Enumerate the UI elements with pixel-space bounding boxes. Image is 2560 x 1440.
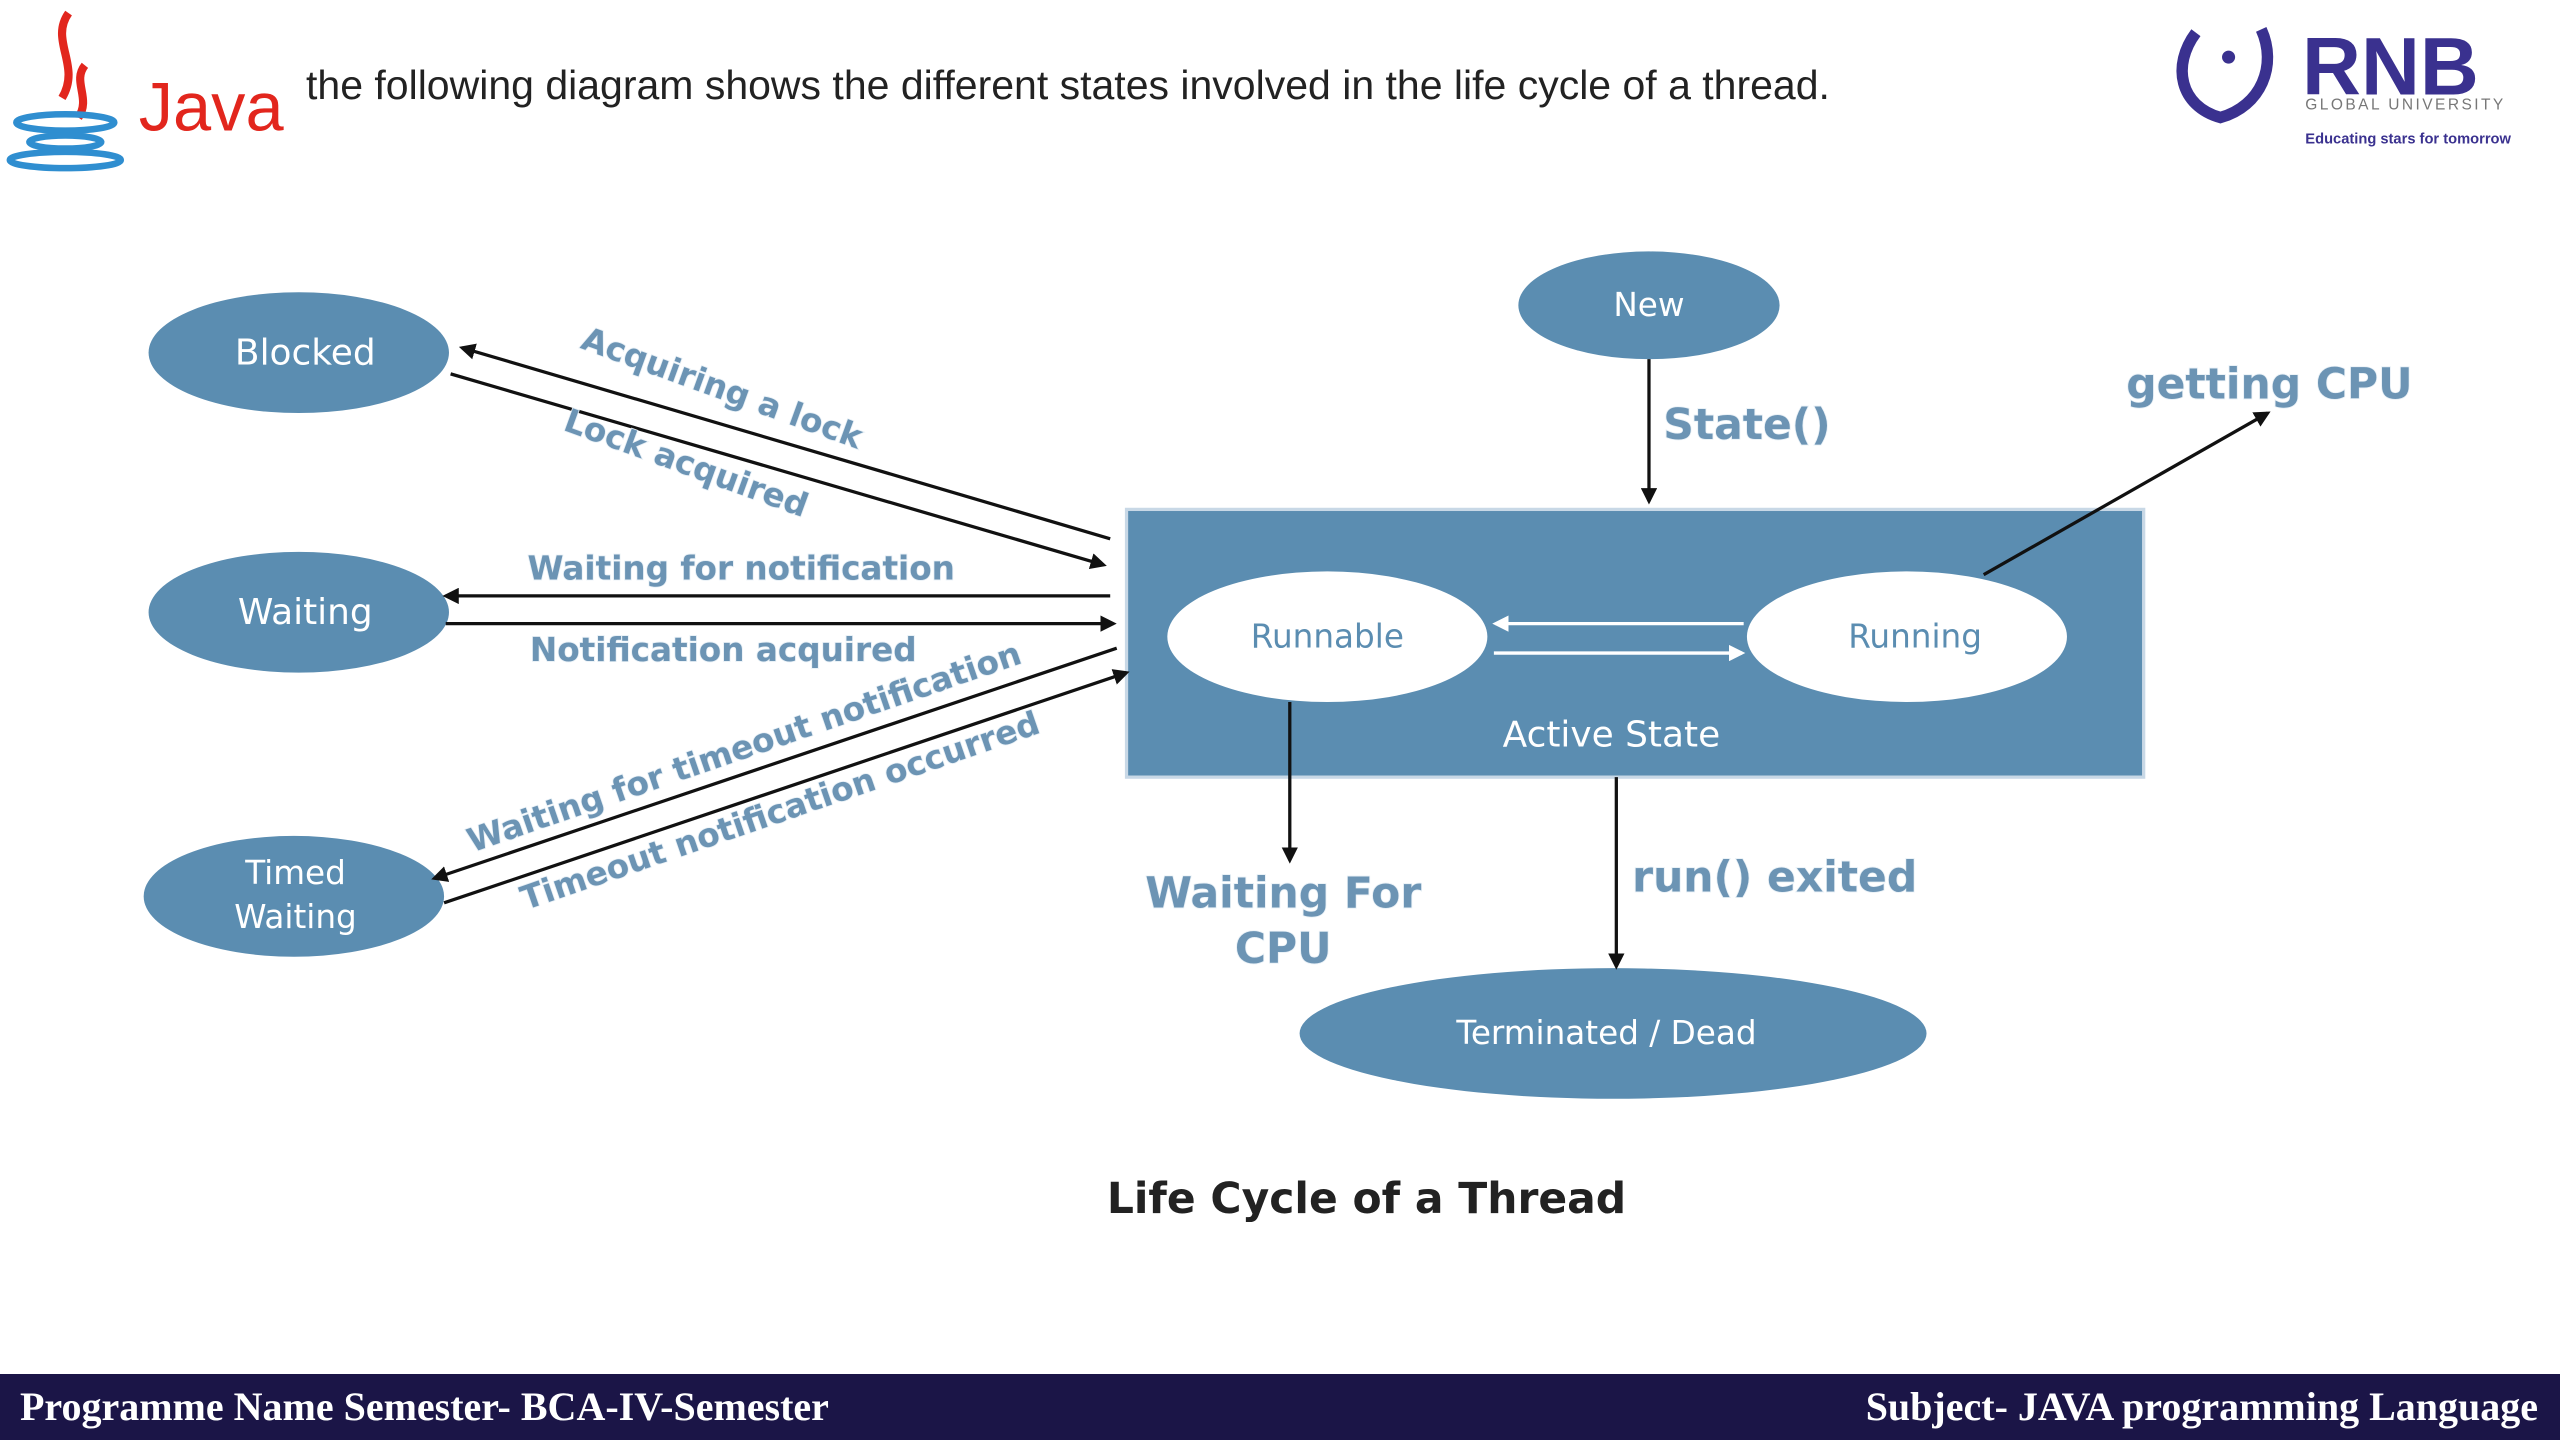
svg-text:New: New xyxy=(1613,286,1684,324)
rnb-university-logo: RNB GLOBAL UNIVERSITY Educating stars fo… xyxy=(2176,22,2512,148)
active-state-label: Active State xyxy=(1503,714,1721,755)
label-waiting-notification: Waiting for notification xyxy=(528,550,955,588)
diagram-caption: Life Cycle of a Thread xyxy=(1107,1175,1626,1224)
arrow-timeout-occurred xyxy=(443,669,1130,905)
arrow-lock-acquired xyxy=(450,372,1107,570)
svg-text:Blocked: Blocked xyxy=(235,332,376,373)
slide-title: the following diagram shows the differen… xyxy=(306,62,1830,108)
svg-text:Terminated / Dead: Terminated / Dead xyxy=(1455,1014,1756,1052)
svg-text:Waiting: Waiting xyxy=(238,592,373,633)
footer-bar: Programme Name Semester- BCA-IV-Semester… xyxy=(0,1374,2560,1440)
svg-text:Waiting: Waiting xyxy=(234,898,357,936)
runnable-label: Runnable xyxy=(1251,617,1404,655)
rnb-logo-tagline: Educating stars for tomorrow xyxy=(2305,132,2511,148)
label-waiting-cpu-line2: CPU xyxy=(1235,925,1332,974)
active-state-box: Runnable Running Active State xyxy=(1124,507,2146,779)
footer-programme: Programme Name Semester- BCA-IV-Semester xyxy=(20,1384,829,1429)
state-blocked: Blocked xyxy=(148,292,449,414)
rnb-logo-name: RNB xyxy=(2302,22,2479,113)
label-getting-cpu: getting CPU xyxy=(2126,360,2412,409)
running-label: Running xyxy=(1848,617,1982,655)
svg-text:Timed: Timed xyxy=(244,854,346,892)
state-waiting: Waiting xyxy=(148,551,449,673)
arrow-getting-cpu xyxy=(1982,411,2271,577)
state-terminated: Terminated / Dead xyxy=(1299,968,1927,1099)
state-timed-waiting: Timed Waiting xyxy=(143,835,445,957)
label-run-exited: run() exited xyxy=(1632,853,1917,902)
arrow-waiting-timeout xyxy=(431,646,1118,882)
footer-subject: Subject- JAVA programming Language xyxy=(1865,1384,2538,1429)
state-new: New xyxy=(1518,251,1780,360)
state-runnable xyxy=(1167,571,1488,703)
label-waiting-cpu-line1: Waiting For xyxy=(1145,870,1421,919)
java-logo-text: Java xyxy=(139,69,285,146)
transition-arrows xyxy=(431,343,2271,970)
label-notification-acquired: Notification acquired xyxy=(530,631,917,669)
label-state: State() xyxy=(1663,401,1830,450)
rnb-logo-subtitle: GLOBAL UNIVERSITY xyxy=(2305,96,2505,113)
state-running xyxy=(1746,571,2067,703)
java-logo: Java xyxy=(6,10,285,172)
arrow-acquiring-lock xyxy=(458,343,1111,541)
